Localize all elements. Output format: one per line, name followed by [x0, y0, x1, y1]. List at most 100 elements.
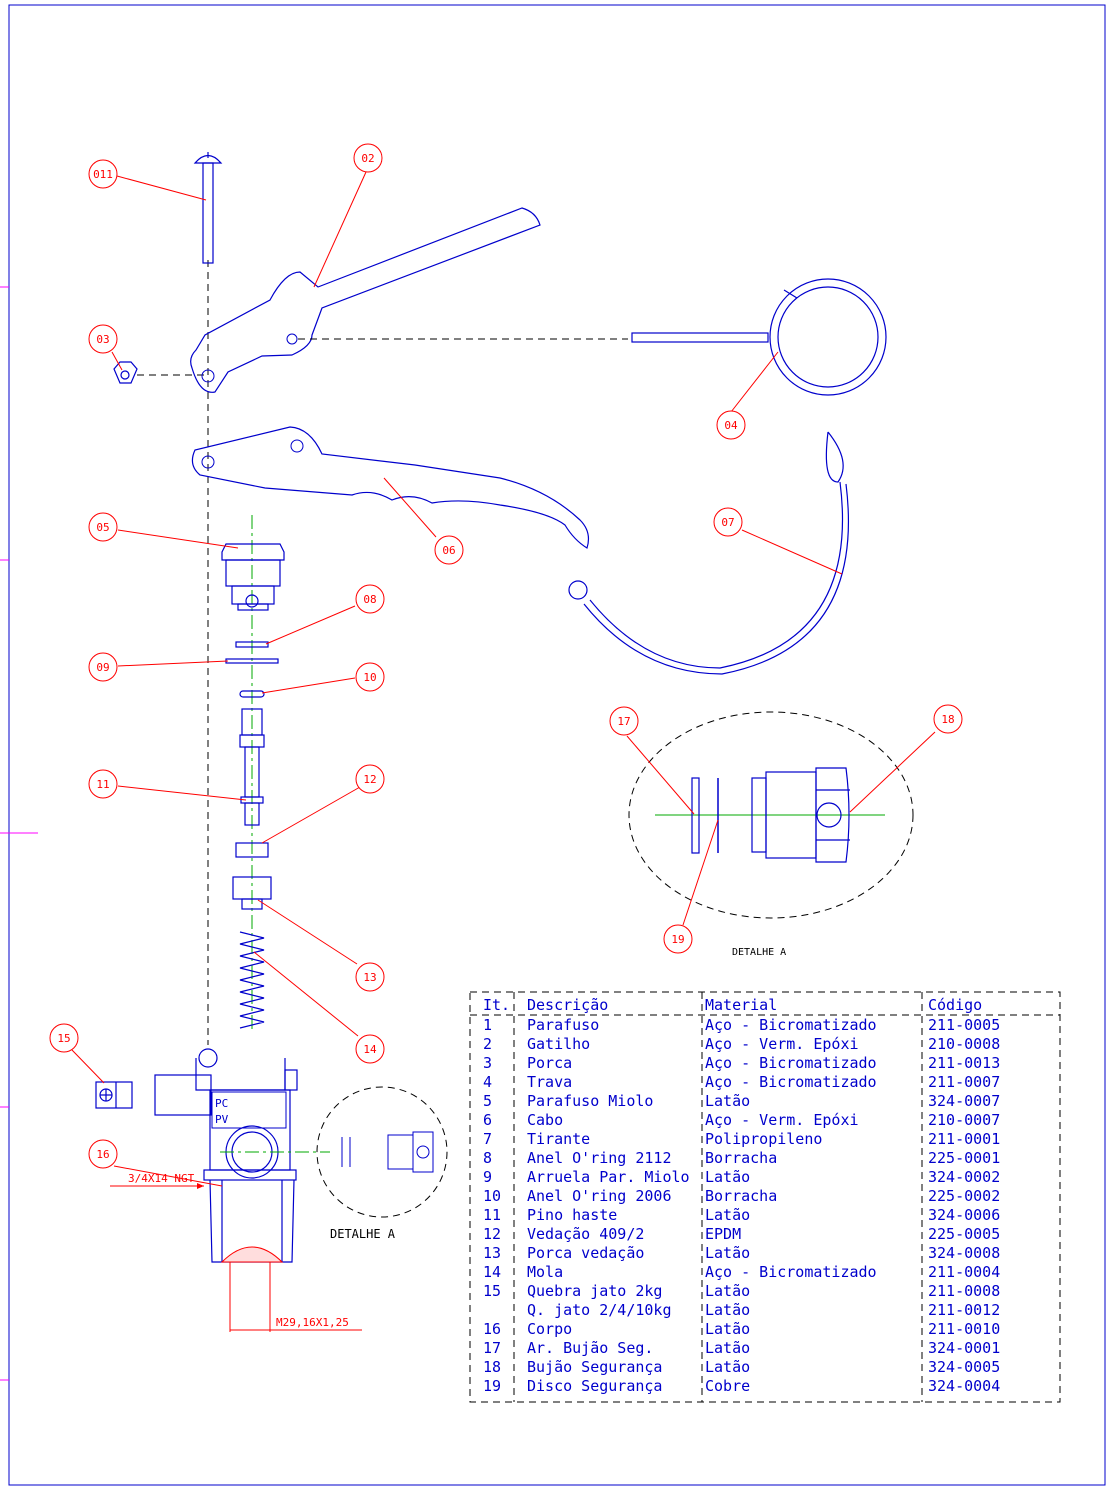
table-cell-item: 12	[483, 1225, 501, 1243]
table-header-material: Material	[705, 996, 777, 1014]
table-cell-code: 210-0008	[928, 1035, 1000, 1053]
table-header-description: Descrição	[527, 996, 608, 1014]
table-cell-item: 17	[483, 1339, 501, 1357]
table-cell-description: Porca	[527, 1054, 572, 1072]
table-cell-material: Latão	[705, 1092, 750, 1110]
detail-a-small-label: DETALHE A	[330, 1227, 396, 1241]
balloon-02	[353, 143, 383, 173]
table-cell-code: 210-0007	[928, 1111, 1000, 1129]
table-cell-item: 8	[483, 1149, 492, 1167]
table-cell-item: 15	[483, 1282, 501, 1300]
table-header-code: Código	[928, 996, 982, 1014]
table-cell-description: Quebra jato 2kg	[527, 1282, 662, 1300]
table-cell-item: 19	[483, 1377, 501, 1395]
table-cell-description: Ar. Bujão Seg.	[527, 1339, 653, 1357]
detail-a-small-circle	[316, 1086, 448, 1218]
table-cell-description: Bujão Segurança	[527, 1358, 662, 1376]
balloon-label-08: 08	[363, 593, 376, 606]
balloon-label-14: 14	[363, 1043, 377, 1056]
table-cell-code: 211-0005	[928, 1016, 1000, 1034]
balloon-10	[355, 662, 385, 692]
balloon-label-04: 04	[724, 419, 738, 432]
table-cell-description: Mola	[527, 1263, 563, 1281]
table-cell-code: 225-0001	[928, 1149, 1000, 1167]
table-cell-description: Parafuso Miolo	[527, 1092, 653, 1110]
balloon-label-19: 19	[671, 933, 684, 946]
balloon-011	[88, 159, 118, 189]
table-cell-code: 211-0012	[928, 1301, 1000, 1319]
balloon-label-06: 06	[442, 544, 455, 557]
table-cell-material: Latão	[705, 1282, 750, 1300]
table-cell-item: 2	[483, 1035, 492, 1053]
table-cell-material: Aço - Bicromatizado	[705, 1073, 877, 1091]
table-cell-item: 9	[483, 1168, 492, 1186]
balloon-label-09: 09	[96, 661, 109, 674]
table-cell-item: 14	[483, 1263, 501, 1281]
detail-small-plug	[387, 1131, 434, 1173]
table-cell-code: 211-0008	[928, 1282, 1000, 1300]
balloon-label-02: 02	[361, 152, 374, 165]
table-cell-code: 324-0007	[928, 1092, 1000, 1110]
balloon-19	[663, 924, 693, 954]
oring-2006-part	[239, 690, 265, 698]
balloon-label-03: 03	[96, 333, 109, 346]
stem-pin-part	[239, 708, 265, 826]
screw-part	[193, 152, 223, 264]
table-cell-code: 324-0005	[928, 1358, 1000, 1376]
seal-strap-part	[568, 431, 850, 675]
balloon-17	[609, 706, 639, 736]
balloon-label-07: 07	[721, 516, 734, 529]
table-cell-description: Arruela Par. Miolo	[527, 1168, 690, 1186]
detail-a-large-label: DETALHE A	[732, 947, 786, 958]
seal-nut-part	[232, 876, 272, 910]
table-cell-item: 6	[483, 1111, 492, 1129]
leader-lines	[71, 171, 936, 1187]
seal-409-part	[235, 842, 269, 858]
table-cell-description: Trava	[527, 1073, 572, 1091]
table-cell-material: EPDM	[705, 1225, 741, 1243]
table-cell-item: 7	[483, 1130, 492, 1148]
balloon-04	[716, 410, 746, 440]
locking-pin-part	[631, 278, 887, 396]
table-cell-item: 1	[483, 1016, 492, 1034]
balloon-label-11: 11	[96, 778, 109, 791]
table-cell-description: Q. jato 2/4/10kg	[527, 1301, 672, 1319]
table-cell-description: Gatilho	[527, 1035, 590, 1053]
table-cell-material: Aço - Bicromatizado	[705, 1016, 877, 1034]
table-cell-code: 211-0004	[928, 1263, 1000, 1281]
handle-part	[191, 426, 590, 549]
table-cell-code: 324-0002	[928, 1168, 1000, 1186]
balloon-label-18: 18	[941, 713, 954, 726]
balloon-06	[434, 535, 464, 565]
jet-breaker-part	[95, 1081, 133, 1109]
parts-table-frame	[469, 991, 1061, 1403]
trigger-pin-hole	[286, 333, 298, 345]
balloon-16	[88, 1139, 118, 1169]
table-cell-material: Latão	[705, 1339, 750, 1357]
table-cell-description: Parafuso	[527, 1016, 599, 1034]
table-cell-description: Corpo	[527, 1320, 572, 1338]
balloon-14	[355, 1034, 385, 1064]
balloon-03	[88, 324, 118, 354]
table-cell-material: Polipropileno	[705, 1130, 822, 1148]
table-cell-material: Aço - Verm. Epóxi	[705, 1035, 859, 1053]
table-cell-item: 16	[483, 1320, 501, 1338]
balloon-13	[355, 962, 385, 992]
core-screw-part	[221, 543, 285, 611]
table-cell-code: 211-0001	[928, 1130, 1000, 1148]
detail-safety-plug	[751, 767, 850, 863]
thread-dimension: 3/4X14 NGT	[128, 1172, 195, 1185]
balloons	[49, 143, 963, 1169]
balloon-05	[88, 512, 118, 542]
table-cell-material: Latão	[705, 1168, 750, 1186]
table-cell-description: Vedação 409/2	[527, 1225, 644, 1243]
balloon-18	[933, 704, 963, 734]
table-cell-description: Cabo	[527, 1111, 563, 1129]
pc-pv-box	[211, 1091, 287, 1129]
table-cell-item: 13	[483, 1244, 501, 1262]
table-cell-description: Pino haste	[527, 1206, 617, 1224]
thread-hatch	[220, 1246, 284, 1263]
